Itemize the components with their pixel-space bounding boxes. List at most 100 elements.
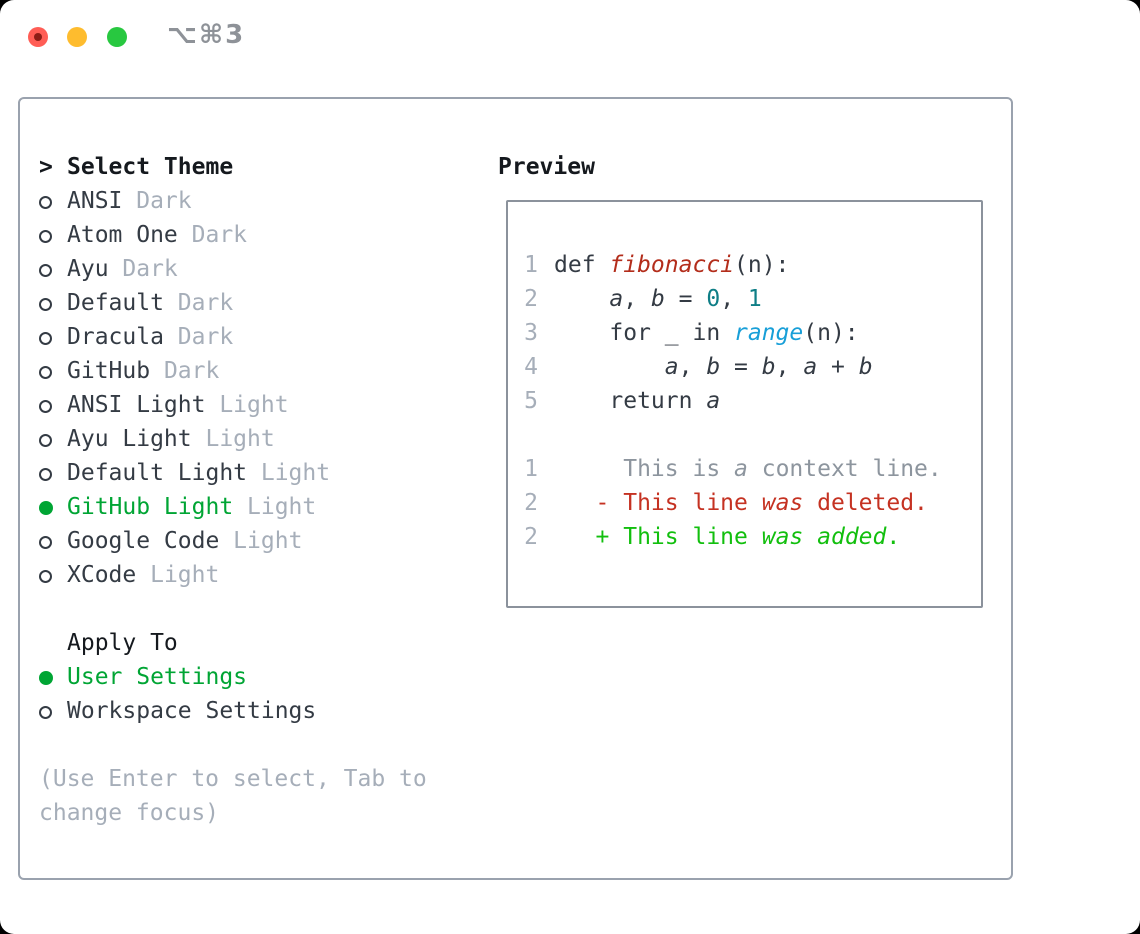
code-token: ,	[623, 286, 651, 312]
apply-option[interactable]: User Settings	[39, 660, 316, 694]
theme-item[interactable]: GitHub Dark	[39, 354, 330, 388]
radio-icon	[39, 264, 52, 277]
hint-text: (Use Enter to select, Tab to change focu…	[39, 762, 427, 830]
theme-item[interactable]: Dracula Dark	[39, 320, 330, 354]
radio-icon	[39, 230, 52, 243]
line-number: 2	[524, 524, 538, 550]
code-token: - This line	[554, 490, 762, 516]
code-token: 0	[706, 286, 721, 312]
line-number: 1	[524, 252, 538, 278]
code-token	[803, 524, 817, 550]
theme-variant: Dark	[177, 222, 248, 248]
apply-option-label: Workspace Settings	[67, 698, 317, 724]
theme-item[interactable]: Google Code Light	[39, 524, 330, 558]
apply-to-header: Apply To	[39, 626, 316, 660]
radio-cell	[39, 456, 67, 490]
titlebar: ⌥⌘3	[0, 0, 1140, 80]
theme-item-label: Dracula	[67, 324, 164, 350]
zoom-button[interactable]	[107, 27, 127, 47]
theme-item-label: Google Code	[67, 528, 220, 554]
code-token: a	[803, 354, 818, 380]
radio-cell	[39, 490, 67, 524]
theme-item[interactable]: Ayu Dark	[39, 252, 330, 286]
close-button[interactable]	[28, 27, 48, 47]
radio-cell	[39, 694, 67, 728]
window-title: ⌥⌘3	[167, 20, 246, 50]
theme-item[interactable]: Atom One Dark	[39, 218, 330, 252]
line-number: 4	[524, 354, 538, 380]
code-token: (n):	[803, 320, 859, 346]
code-token: =	[720, 354, 762, 380]
radio-selected-icon	[39, 671, 53, 685]
theme-item[interactable]: XCode Light	[39, 558, 330, 592]
code-token: a	[734, 456, 748, 482]
diff-line: 2 - This line was deleted.	[524, 486, 981, 520]
code-token: b	[858, 354, 873, 380]
theme-item[interactable]: Ayu Light Light	[39, 422, 330, 456]
theme-item-label: Default Light	[67, 460, 248, 486]
theme-item-label: Default	[67, 290, 164, 316]
code-token: added	[817, 524, 887, 550]
radio-cell	[39, 558, 67, 592]
code-token: b	[706, 354, 721, 380]
theme-item[interactable]: ANSI Light Light	[39, 388, 330, 422]
theme-variant: Dark	[150, 358, 220, 384]
code-token: a	[706, 388, 721, 414]
apply-option[interactable]: Workspace Settings	[39, 694, 316, 728]
line-number: 1	[524, 456, 538, 482]
diff-line: 2 + This line was added.	[524, 520, 981, 554]
theme-item-label: Atom One	[67, 222, 178, 248]
theme-item-label: XCode	[67, 562, 137, 588]
code-token: b	[761, 354, 776, 380]
radio-icon	[39, 332, 52, 345]
line-number: 3	[524, 320, 538, 346]
radio-cell	[39, 660, 67, 694]
theme-item[interactable]: Default Light Light	[39, 456, 330, 490]
close-dot-icon	[34, 33, 42, 41]
code-token: def	[554, 252, 610, 278]
radio-cell	[39, 218, 67, 252]
code-line: 5 return a	[524, 384, 981, 418]
code-token: b	[650, 286, 665, 312]
code-line: 4 a, b = b, a + b	[524, 350, 981, 384]
hint-line-2: change focus)	[39, 800, 220, 826]
code-token	[554, 354, 665, 380]
radio-icon	[39, 706, 52, 719]
theme-variant: Dark	[108, 256, 178, 282]
code-token: .	[886, 524, 901, 550]
theme-item-label: GitHub Light	[67, 494, 234, 520]
code-token: =	[664, 286, 707, 312]
radio-icon	[39, 468, 52, 481]
focus-caret-icon: >	[39, 154, 53, 180]
theme-variant: Light	[205, 392, 289, 418]
theme-variant: Dark	[163, 290, 234, 316]
theme-item[interactable]: ANSI Dark	[39, 184, 330, 218]
blank-line	[524, 418, 981, 452]
theme-item[interactable]: Default Dark	[39, 286, 330, 320]
theme-item-label: ANSI	[67, 188, 123, 214]
radio-icon	[39, 196, 52, 209]
preview-header: Preview	[498, 154, 595, 180]
code-token: return	[554, 388, 707, 414]
code-line: 2 a, b = 0, 1	[524, 282, 981, 316]
theme-item-label: ANSI Light	[67, 392, 206, 418]
select-theme-header: >Select Theme	[39, 150, 330, 184]
theme-item[interactable]: GitHub Light Light	[39, 490, 330, 524]
theme-variant: Light	[191, 426, 275, 452]
minimize-button[interactable]	[67, 27, 87, 47]
code-token: context line.	[747, 456, 942, 482]
theme-variant: Light	[136, 562, 220, 588]
theme-item-label: Ayu Light	[67, 426, 192, 452]
apply-option-label: User Settings	[67, 664, 248, 690]
line-number: 2	[524, 490, 538, 516]
theme-item-label: Ayu	[67, 256, 109, 282]
radio-cell	[39, 320, 67, 354]
code-token: +	[817, 354, 859, 380]
